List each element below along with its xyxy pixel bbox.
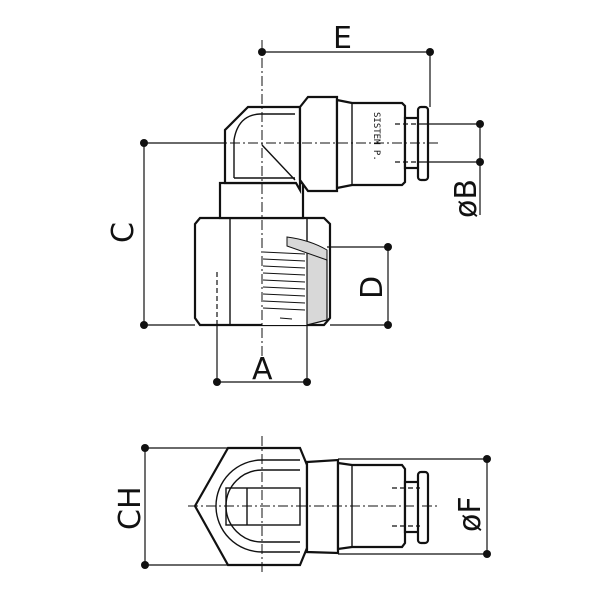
label-b: øB [449, 179, 484, 218]
dimension-c: C [106, 139, 225, 329]
dimension-f: øF [338, 455, 491, 558]
brand-marking: SISTEM P. [371, 112, 381, 161]
label-a: A [252, 352, 273, 387]
side-view: SISTEM P. [140, 40, 440, 360]
dimension-ch: CH [113, 444, 228, 569]
label-f: øF [453, 496, 488, 532]
label-c: C [106, 222, 141, 243]
collet-ring [298, 95, 339, 193]
fitting-body [335, 98, 407, 190]
dimension-b: øB [420, 120, 484, 218]
label-e: E [333, 21, 352, 56]
dimension-a: A [213, 325, 311, 387]
dimension-d: D [327, 243, 392, 329]
top-view [188, 436, 440, 575]
dimension-e: E [258, 21, 434, 107]
label-ch: CH [113, 486, 148, 530]
label-d: D [355, 276, 390, 299]
thread [262, 236, 328, 326]
